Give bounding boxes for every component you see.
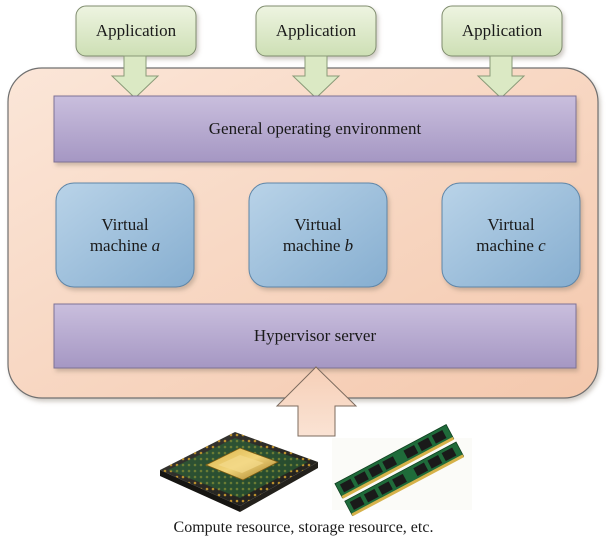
application-label-3: Application xyxy=(461,21,543,41)
down-arrow-3 xyxy=(476,55,526,99)
operating-environment-layer xyxy=(53,95,577,163)
vm-box-b xyxy=(248,182,388,288)
vm-label-c: Virtual machine c xyxy=(442,183,580,287)
vm-b-machine-word: machine xyxy=(282,236,341,255)
vm-a-machine-word: machine xyxy=(89,236,148,255)
application-label-1: Application xyxy=(95,21,177,41)
vm-b-letter: b xyxy=(344,236,354,255)
resources-caption: Compute resource, storage resource, etc. xyxy=(173,519,434,536)
hypervisor-label: Hypervisor server xyxy=(253,326,377,346)
vm-b-line2: machine b xyxy=(283,235,353,256)
resource-up-arrow xyxy=(275,366,358,437)
vm-c-line2: machine c xyxy=(476,235,545,256)
vm-c-line1: Virtual xyxy=(487,214,535,234)
vm-a-line1: Virtual xyxy=(101,214,149,234)
hypervisor-layer xyxy=(53,303,577,369)
vm-box-a xyxy=(55,182,195,288)
vm-a-letter: a xyxy=(151,236,161,255)
vm-label-a: Virtual machine a xyxy=(56,183,194,287)
vm-box-c xyxy=(441,182,581,288)
vm-a-line2: machine a xyxy=(90,235,160,256)
application-label-2: Application xyxy=(275,21,357,41)
memory-module-image xyxy=(332,423,472,517)
operating-environment-label: General operating environment xyxy=(208,119,422,139)
down-arrow-2 xyxy=(291,55,341,99)
down-arrow-1 xyxy=(110,55,160,99)
vm-c-letter: c xyxy=(538,236,546,255)
vm-b-line1: Virtual xyxy=(294,214,342,234)
cpu-chip-image xyxy=(160,432,318,512)
vm-label-b: Virtual machine b xyxy=(249,183,387,287)
vm-c-machine-word: machine xyxy=(476,236,534,255)
